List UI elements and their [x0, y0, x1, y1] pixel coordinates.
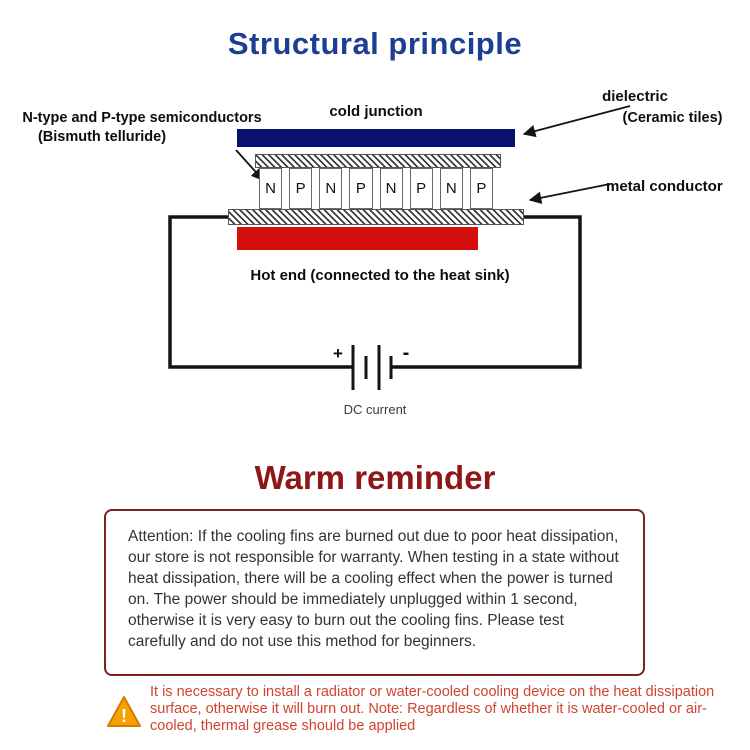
- dc-current-label: DC current: [343, 402, 407, 417]
- semiconductor-blocks-row: N P N P N P N P: [259, 168, 493, 209]
- attention-box: Attention: If the cooling fins are burne…: [104, 509, 645, 676]
- cold-junction-label: cold junction: [329, 103, 423, 120]
- metal-conductor-label: metal conductor: [606, 178, 723, 195]
- semiconductor-block: P: [409, 168, 433, 209]
- hot-end-label: Hot end (connected to the heat sink): [250, 267, 510, 284]
- semiconductor-block: N: [319, 168, 343, 209]
- semiconductors-label-line1: N-type and P-type semiconductors: [22, 110, 262, 126]
- warning-exclamation: !: [121, 706, 127, 726]
- dielectric-label-line2: (Ceramic tiles): [622, 110, 723, 126]
- semiconductor-block: P: [349, 168, 373, 209]
- attention-text: Attention: If the cooling fins are burne…: [128, 528, 619, 650]
- semiconductor-block: N: [439, 168, 463, 209]
- battery-minus-label: -: [402, 342, 410, 364]
- semiconductor-block: P: [469, 168, 493, 209]
- semiconductor-block: N: [379, 168, 403, 209]
- semiconductors-label-line2: (Bismuth telluride): [37, 129, 167, 145]
- dielectric-label-line1: dielectric: [602, 88, 668, 105]
- hot-plate-bar: [237, 227, 478, 250]
- battery-icon: [351, 345, 393, 390]
- metal-conductor-strip-bottom: [228, 209, 524, 225]
- cold-plate-bar: [237, 129, 515, 147]
- warning-triangle-icon: !: [106, 695, 142, 729]
- page-title: Structural principle: [227, 26, 523, 61]
- semiconductor-block: N: [259, 168, 283, 209]
- warm-reminder-title: Warm reminder: [254, 459, 496, 496]
- footer-warning-text: It is necessary to install a radiator or…: [150, 684, 715, 734]
- semiconductor-block: P: [289, 168, 313, 209]
- metal-conductor-arrow: [528, 183, 611, 204]
- battery-plus-label: +: [333, 344, 343, 363]
- metal-conductor-strip-top: [255, 154, 501, 168]
